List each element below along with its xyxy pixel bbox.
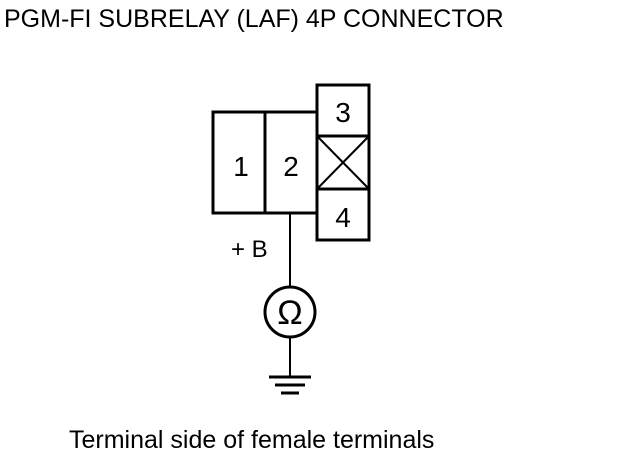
terminal-3-label: 3 — [335, 97, 351, 128]
positive-battery-label: + B — [231, 236, 268, 263]
blank-cavity-x-icon — [316, 135, 370, 190]
diagram-caption: Terminal side of female terminals — [69, 426, 435, 454]
terminal-2-label: 2 — [283, 151, 299, 182]
terminal-1-label: 1 — [233, 151, 249, 182]
terminal-4-label: 4 — [335, 202, 351, 233]
ohmmeter-icon: Ω — [263, 285, 317, 339]
ground-icon — [269, 375, 311, 395]
connector-housing-right — [315, 83, 371, 242]
diagram-title: PGM-FI SUBRELAY (LAF) 4P CONNECTOR — [4, 5, 504, 33]
ohm-symbol: Ω — [277, 294, 302, 332]
